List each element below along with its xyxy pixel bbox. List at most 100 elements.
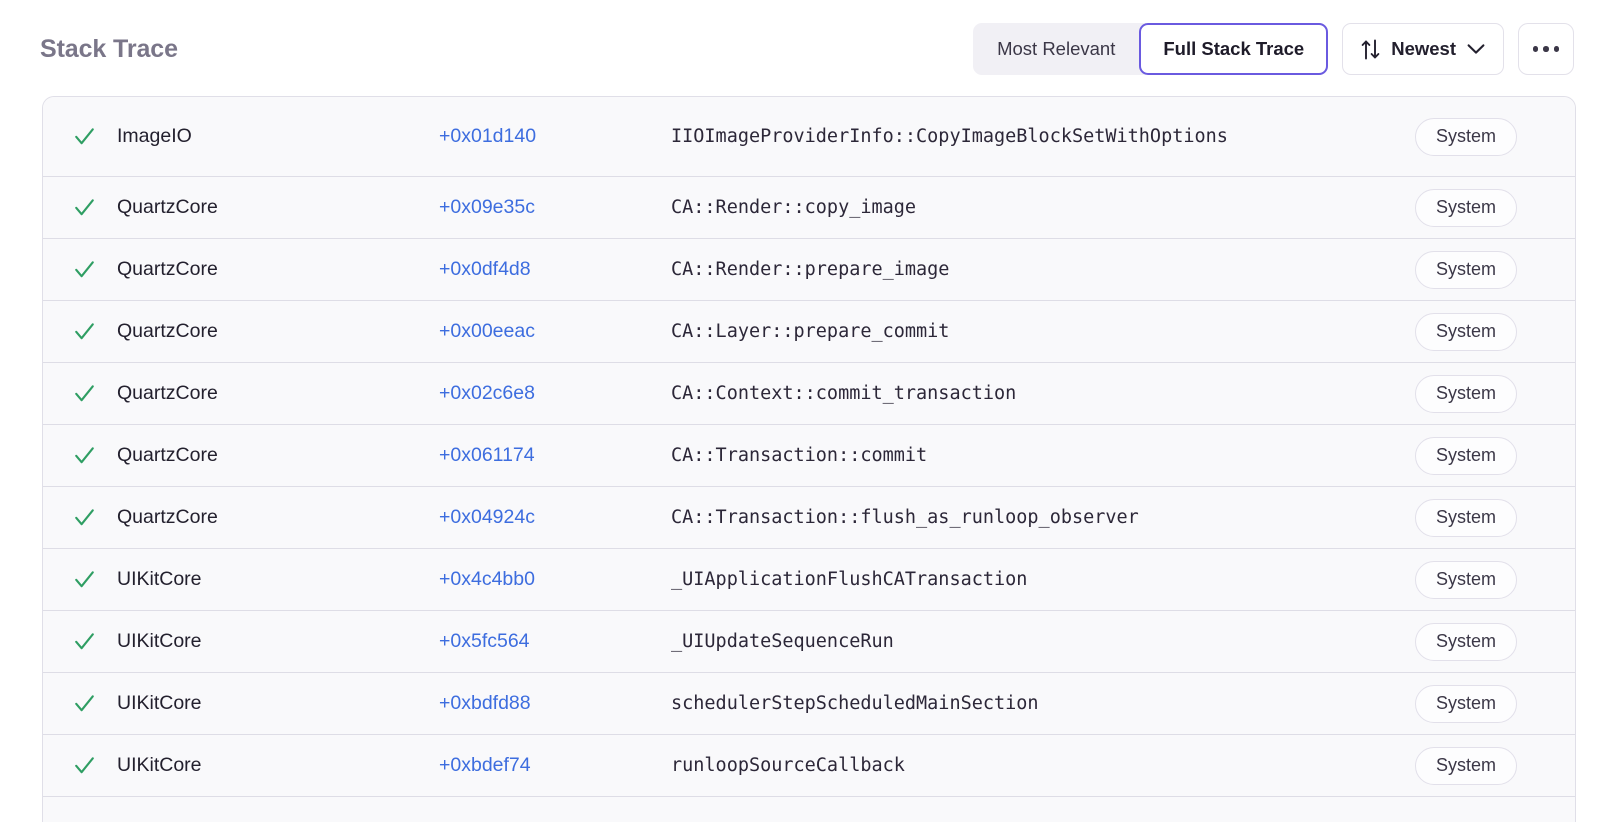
- table-row[interactable]: UIKitCore +0xbdef74 runloopSourceCallback S…: [43, 735, 1575, 797]
- status-badge: System: [1415, 250, 1518, 289]
- status-badge: System: [1415, 684, 1518, 723]
- check-icon: [73, 754, 96, 777]
- frame-kind: System: [1415, 622, 1575, 661]
- status-badge: System: [1415, 622, 1518, 661]
- frame-symbol: CA::Render::prepare_image: [671, 259, 950, 280]
- frame-status-check[interactable]: [43, 444, 117, 467]
- frame-symbol: _UIApplicationFlushCATransaction: [671, 569, 1028, 590]
- frame-status-check[interactable]: [43, 754, 117, 777]
- frame-offset-link[interactable]: +0xbdfd88: [439, 692, 531, 714]
- check-icon: [73, 692, 96, 715]
- check-icon: [73, 506, 96, 529]
- frame-module: QuartzCore: [117, 320, 218, 342]
- status-badge: System: [1415, 498, 1518, 537]
- frame-symbol: CA::Transaction::commit: [671, 445, 928, 466]
- frame-symbol: IIOImageProviderInfo::CopyImageBlockSetW…: [671, 126, 1228, 147]
- table-row[interactable]: ImageIO +0x01d140 IIOImageProviderInfo::Co…: [43, 97, 1575, 177]
- frame-offset-link[interactable]: +0x5fc564: [439, 630, 530, 652]
- frame-offset-link[interactable]: +0x00eeac: [439, 320, 535, 342]
- status-badge: System: [1415, 117, 1518, 156]
- frame-status-check[interactable]: [43, 320, 117, 343]
- frame-kind: System: [1415, 684, 1575, 723]
- status-badge: System: [1415, 312, 1518, 351]
- frame-module: QuartzCore: [117, 196, 218, 218]
- frame-offset-link[interactable]: +0x4c4bb0: [439, 568, 535, 590]
- frame-kind: System: [1415, 560, 1575, 599]
- status-badge: System: [1415, 436, 1518, 475]
- frame-symbol: CA::Context::commit_transaction: [671, 383, 1017, 404]
- check-icon: [73, 196, 96, 219]
- frame-offset-link[interactable]: +0xbdef74: [439, 754, 531, 776]
- frame-status-check[interactable]: [43, 258, 117, 281]
- frame-symbol: CA::Transaction::flush_as_runloop_observ…: [671, 507, 1139, 528]
- frame-module: QuartzCore: [117, 506, 218, 528]
- frame-symbol: schedulerStepScheduledMainSection: [671, 693, 1039, 714]
- frame-kind: System: [1415, 188, 1575, 227]
- frame-offset-link[interactable]: +0x0df4d8: [439, 258, 531, 280]
- chevron-down-icon: [1467, 43, 1485, 55]
- frame-kind: System: [1415, 498, 1575, 537]
- frame-module: UIKitCore: [117, 754, 202, 776]
- frame-kind: System: [1415, 117, 1575, 156]
- check-icon: [73, 568, 96, 591]
- frame-module: ImageIO: [117, 125, 192, 147]
- panel-header: Stack Trace Most Relevant Full Stack Tra…: [0, 0, 1614, 96]
- frame-symbol: CA::Layer::prepare_commit: [671, 321, 950, 342]
- table-row[interactable]: QuartzCore +0x0df4d8 CA::Render::prepare_i…: [43, 239, 1575, 301]
- frame-offset-link[interactable]: +0x04924c: [439, 506, 535, 528]
- frame-symbol: CA::Render::copy_image: [671, 197, 917, 218]
- check-icon: [73, 444, 96, 467]
- frame-module: UIKitCore: [117, 692, 202, 714]
- frame-symbol: runloopSourceCallback: [671, 755, 905, 776]
- table-row[interactable]: QuartzCore +0x04924c CA::Transaction::flus…: [43, 487, 1575, 549]
- tab-most-relevant[interactable]: Most Relevant: [997, 38, 1116, 59]
- frame-status-check[interactable]: [43, 506, 117, 529]
- frame-module: QuartzCore: [117, 258, 218, 280]
- check-icon: [73, 630, 96, 653]
- frame-offset-link[interactable]: +0x01d140: [439, 125, 537, 147]
- frame-status-check[interactable]: [43, 125, 117, 148]
- status-badge: System: [1415, 374, 1518, 413]
- ellipsis-icon: [1532, 46, 1560, 52]
- page-title: Stack Trace: [40, 35, 178, 63]
- frame-kind: System: [1415, 374, 1575, 413]
- frame-status-check[interactable]: [43, 692, 117, 715]
- more-options-button[interactable]: [1518, 23, 1574, 75]
- header-actions: Most Relevant Full Stack Trace Newest: [973, 23, 1574, 75]
- frame-module: UIKitCore: [117, 630, 202, 652]
- table-row[interactable]: QuartzCore +0x00eeac CA::Layer::prepare_co…: [43, 301, 1575, 363]
- status-badge: System: [1415, 746, 1518, 785]
- status-badge: System: [1415, 188, 1518, 227]
- frame-kind: System: [1415, 436, 1575, 475]
- frame-status-check[interactable]: [43, 382, 117, 405]
- frame-offset-link[interactable]: +0x02c6e8: [439, 382, 535, 404]
- frame-offset-link[interactable]: +0x09e35c: [439, 196, 535, 218]
- frame-kind: System: [1415, 746, 1575, 785]
- check-icon: [73, 125, 96, 148]
- table-row[interactable]: UIKitCore +0xbdfd88 schedulerStepScheduled…: [43, 673, 1575, 735]
- frame-status-check[interactable]: [43, 196, 117, 219]
- frame-status-check[interactable]: [43, 568, 117, 591]
- status-badge: System: [1415, 560, 1518, 599]
- frame-module: QuartzCore: [117, 382, 218, 404]
- table-row[interactable]: QuartzCore +0x02c6e8 CA::Context::commit_t…: [43, 363, 1575, 425]
- frame-kind: System: [1415, 312, 1575, 351]
- sort-dropdown-button[interactable]: Newest: [1342, 23, 1504, 75]
- view-mode-segmented-control[interactable]: Most Relevant Full Stack Trace: [973, 23, 1329, 75]
- frame-module: QuartzCore: [117, 444, 218, 466]
- sort-arrows-icon: [1361, 39, 1380, 60]
- frame-status-check[interactable]: [43, 630, 117, 653]
- check-icon: [73, 382, 96, 405]
- table-row[interactable]: QuartzCore +0x09e35c CA::Render::copy_imag…: [43, 177, 1575, 239]
- table-row[interactable]: QuartzCore +0x061174 CA::Transaction::comm…: [43, 425, 1575, 487]
- stack-trace-table: ImageIO +0x01d140 IIOImageProviderInfo::Co…: [42, 96, 1576, 822]
- frame-module: UIKitCore: [117, 568, 202, 590]
- check-icon: [73, 320, 96, 343]
- frame-offset-link[interactable]: +0x061174: [439, 444, 535, 466]
- check-icon: [73, 258, 96, 281]
- table-row[interactable]: UIKitCore +0x4c4bb0 _UIApplicationFlushCAT…: [43, 549, 1575, 611]
- tab-full-stack-trace[interactable]: Full Stack Trace: [1139, 23, 1329, 75]
- sort-value-label: Newest: [1391, 38, 1456, 59]
